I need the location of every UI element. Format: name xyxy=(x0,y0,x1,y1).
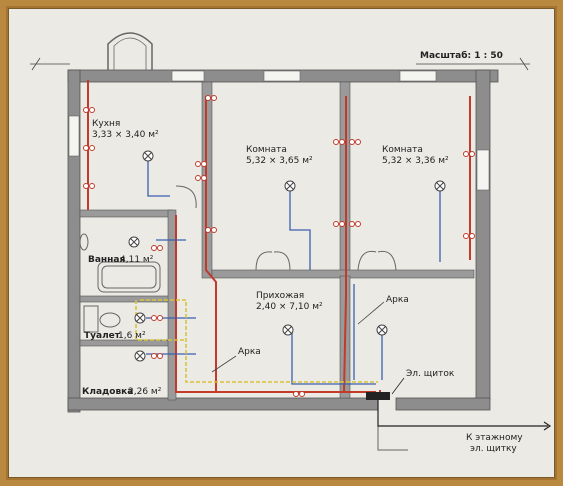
arch-leaders xyxy=(211,301,385,373)
bathtub xyxy=(97,261,161,293)
toilet-name: Туалет xyxy=(84,331,121,341)
bathroom-size: 4,11 м² xyxy=(120,255,154,265)
kitchen-size: 3,33 × 3,40 м² xyxy=(92,130,159,140)
electrical-panel xyxy=(366,377,552,431)
hall-name: Прихожая xyxy=(256,291,304,301)
scale-label: Масштаб: 1 : 50 xyxy=(420,50,503,61)
room2-name: Комната xyxy=(382,145,423,155)
room2-size: 5,32 × 3,36 м² xyxy=(382,156,449,166)
arch-left-label: Арка xyxy=(238,347,261,357)
hall-size: 2,40 × 7,10 м² xyxy=(256,302,323,312)
storage-size: 2,26 м² xyxy=(128,387,162,397)
toilet-fixture xyxy=(83,305,121,333)
floor-panel-label-1: К этажному xyxy=(466,433,523,443)
windows xyxy=(68,70,490,191)
storage-name: Кладовка xyxy=(82,387,133,397)
bathroom-name: Ванная xyxy=(88,255,125,265)
sink xyxy=(79,233,89,251)
arch-right-label: Арка xyxy=(386,295,409,305)
kitchen-name: Кухня xyxy=(92,119,120,129)
sockets xyxy=(83,95,475,397)
room1-size: 5,32 × 3,65 м² xyxy=(246,156,313,166)
wiring-red xyxy=(87,80,471,398)
toilet-size: 1,6 м² xyxy=(118,331,146,341)
wiring-yellow xyxy=(135,299,378,383)
panel-label: Эл. щиток xyxy=(406,369,455,379)
ceiling-lamps xyxy=(128,150,446,362)
balcony xyxy=(107,32,153,70)
room1-name: Комната xyxy=(246,145,287,155)
scale-line xyxy=(30,57,530,71)
floor-panel-label-2: эл. щитку xyxy=(470,444,517,454)
